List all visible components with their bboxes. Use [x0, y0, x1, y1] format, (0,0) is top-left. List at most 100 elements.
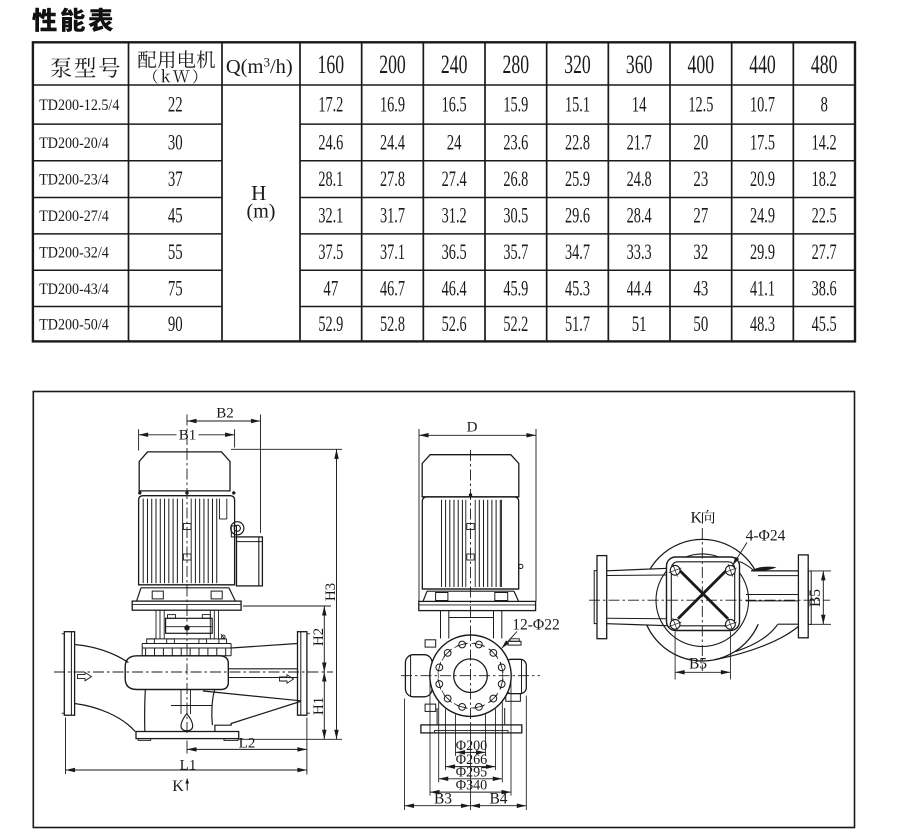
svg-text:TD200-27/4: TD200-27/4 [39, 208, 109, 225]
svg-text:22: 22 [168, 92, 183, 117]
svg-text:37.5: 37.5 [318, 239, 343, 264]
svg-text:480: 480 [811, 50, 838, 79]
svg-text:280: 280 [503, 50, 530, 79]
svg-text:L2: L2 [239, 736, 256, 752]
svg-text:15.9: 15.9 [503, 92, 528, 117]
svg-text:H2: H2 [311, 628, 327, 646]
svg-text:Φ295: Φ295 [456, 764, 488, 780]
svg-text:29.9: 29.9 [750, 239, 775, 264]
svg-text:14: 14 [632, 92, 647, 117]
svg-text:27.8: 27.8 [380, 166, 405, 191]
svg-text:400: 400 [688, 50, 715, 79]
svg-text:17.5: 17.5 [750, 129, 775, 154]
svg-text:20.9: 20.9 [750, 166, 775, 191]
svg-text:30.5: 30.5 [503, 203, 528, 228]
svg-text:B1: B1 [179, 428, 197, 444]
svg-text:Φ340: Φ340 [456, 778, 488, 794]
svg-text:24.9: 24.9 [750, 203, 775, 228]
svg-text:TD200-12.5/4: TD200-12.5/4 [39, 97, 119, 114]
svg-text:12.5: 12.5 [688, 92, 713, 117]
svg-text:18.2: 18.2 [812, 166, 837, 191]
svg-text:200: 200 [379, 50, 406, 79]
svg-text:440: 440 [749, 50, 776, 79]
svg-text:TD200-50/4: TD200-50/4 [39, 316, 109, 333]
svg-text:25.9: 25.9 [565, 166, 590, 191]
svg-text:34.7: 34.7 [565, 239, 590, 264]
svg-text:27.4: 27.4 [442, 166, 467, 191]
svg-text:24.8: 24.8 [627, 166, 652, 191]
svg-text:37: 37 [168, 166, 183, 191]
svg-text:360: 360 [626, 50, 653, 79]
svg-text:H3: H3 [323, 583, 339, 601]
svg-text:Φ266: Φ266 [456, 752, 488, 768]
svg-text:46.4: 46.4 [442, 275, 467, 300]
svg-text:H1: H1 [311, 697, 327, 715]
svg-text:90: 90 [168, 311, 183, 336]
svg-text:52.2: 52.2 [503, 311, 528, 336]
svg-text:55: 55 [168, 239, 183, 264]
svg-text:Φ200: Φ200 [456, 738, 488, 754]
svg-text:24: 24 [447, 129, 462, 154]
svg-text:75: 75 [168, 275, 183, 300]
svg-text:TD200-43/4: TD200-43/4 [39, 281, 109, 298]
svg-text:50: 50 [693, 311, 708, 336]
svg-text:B3: B3 [434, 791, 452, 808]
svg-text:D: D [467, 419, 478, 435]
svg-text:B4: B4 [489, 791, 507, 808]
svg-text:31.7: 31.7 [380, 203, 405, 228]
svg-text:20: 20 [693, 129, 708, 154]
svg-text:27: 27 [693, 203, 708, 228]
svg-text:31.2: 31.2 [442, 203, 467, 228]
svg-text:52.8: 52.8 [380, 311, 405, 336]
svg-text:43: 43 [693, 275, 708, 300]
svg-text:17.2: 17.2 [318, 92, 343, 117]
svg-text:22.8: 22.8 [565, 129, 590, 154]
svg-text:TD200-32/4: TD200-32/4 [39, 245, 109, 262]
svg-text:B2: B2 [216, 406, 234, 422]
svg-text:B5: B5 [807, 589, 824, 607]
svg-text:48.3: 48.3 [750, 311, 775, 336]
svg-text:TD200-23/4: TD200-23/4 [39, 172, 109, 189]
svg-text:27.7: 27.7 [812, 239, 837, 264]
svg-text:28.1: 28.1 [318, 166, 343, 191]
svg-text:K: K [172, 778, 184, 795]
svg-text:16.9: 16.9 [380, 92, 405, 117]
svg-text:45.3: 45.3 [565, 275, 590, 300]
svg-text:38.6: 38.6 [812, 275, 837, 300]
svg-text:52.6: 52.6 [442, 311, 467, 336]
svg-text:12-Φ22: 12-Φ22 [512, 617, 560, 634]
svg-text:37.1: 37.1 [380, 239, 405, 264]
svg-text:29.6: 29.6 [565, 203, 590, 228]
svg-text:23.6: 23.6 [503, 129, 528, 154]
svg-text:320: 320 [564, 50, 591, 79]
svg-text:46.7: 46.7 [380, 275, 405, 300]
svg-text:TD200-20/4: TD200-20/4 [39, 135, 109, 152]
svg-text:160: 160 [318, 50, 345, 79]
svg-text:H: H [251, 181, 266, 205]
svg-text:36.5: 36.5 [442, 239, 467, 264]
svg-text:45.5: 45.5 [812, 311, 837, 336]
svg-text:B5: B5 [689, 656, 707, 673]
svg-text:51: 51 [632, 311, 647, 336]
svg-text:23: 23 [693, 166, 708, 191]
svg-text:51.7: 51.7 [565, 311, 590, 336]
svg-text:8: 8 [820, 92, 827, 117]
svg-text:52.9: 52.9 [318, 311, 343, 336]
svg-text:22.5: 22.5 [812, 203, 837, 228]
svg-text:21.7: 21.7 [627, 129, 652, 154]
svg-text:10.7: 10.7 [750, 92, 775, 117]
svg-text:K: K [691, 510, 703, 527]
svg-text:240: 240 [441, 50, 468, 79]
svg-text:32: 32 [693, 239, 708, 264]
svg-text:41.1: 41.1 [750, 275, 775, 300]
svg-text:Q(m3/h): Q(m3/h) [226, 54, 293, 78]
svg-text:33.3: 33.3 [627, 239, 652, 264]
svg-text:47: 47 [323, 275, 338, 300]
svg-text:28.4: 28.4 [627, 203, 652, 228]
svg-text:45.9: 45.9 [503, 275, 528, 300]
svg-text:L1: L1 [180, 757, 197, 773]
svg-text:45: 45 [168, 203, 183, 228]
svg-text:35.7: 35.7 [503, 239, 528, 264]
svg-text:30: 30 [168, 129, 183, 154]
svg-text:16.5: 16.5 [442, 92, 467, 117]
